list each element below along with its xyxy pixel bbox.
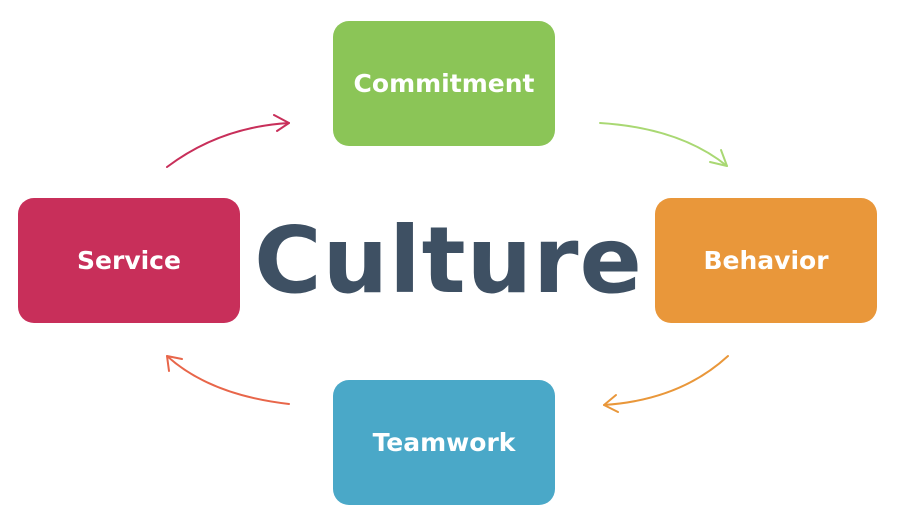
node-service: Service <box>18 198 240 323</box>
node-teamwork: Teamwork <box>333 380 555 505</box>
node-commitment: Commitment <box>333 21 555 146</box>
arrow-teamwork-to-service <box>166 355 290 405</box>
center-title: Culture <box>254 206 643 314</box>
arrow-service-to-commitment <box>166 114 290 168</box>
arrow-commitment-to-behavior <box>599 122 728 167</box>
arrow-behavior-to-teamwork <box>603 355 729 413</box>
node-behavior: Behavior <box>655 198 877 323</box>
